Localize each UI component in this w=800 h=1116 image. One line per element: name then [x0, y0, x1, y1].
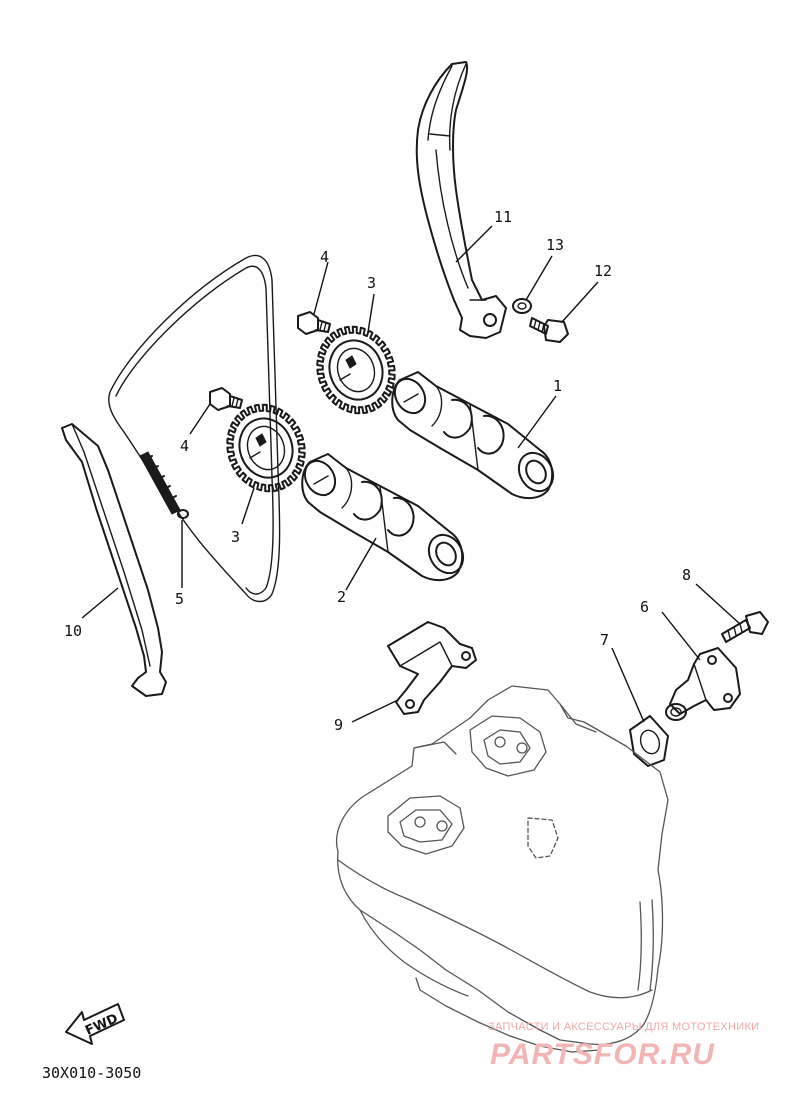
callout-10: 10: [64, 622, 82, 640]
chain-guide-lower: [61, 423, 167, 697]
callout-6: 6: [640, 598, 649, 616]
sprocket-teeth: [226, 403, 306, 493]
callout-3-upper: 3: [367, 274, 376, 292]
callout-5: 5: [175, 590, 184, 608]
callout-4-upper: 4: [320, 248, 329, 266]
callout-7: 7: [600, 631, 609, 649]
cylinder-head: [336, 685, 669, 1053]
diagram-code: 30X010-3050: [42, 1064, 141, 1082]
callout-4-lower: 4: [180, 437, 189, 455]
camshaft-2: [301, 453, 465, 582]
sprocket-teeth: [316, 325, 396, 415]
watermark: ЗАПЧАСТИ И АКСЕССУАРЫ ДЛЯ МОТОТЕХНИКИ PA…: [488, 1021, 759, 1071]
bolt-4-lower: [209, 387, 243, 411]
callout-1: 1: [553, 377, 562, 395]
tensioner-6: [665, 647, 741, 721]
callout-9: 9: [334, 716, 343, 734]
callout-13: 13: [546, 236, 564, 254]
callout-labels: 1 2 3 3 4 4 5 6 7 8 9 10 11 12 13: [64, 208, 691, 734]
fwd-arrow: FWD: [65, 1003, 125, 1045]
bracket-9: [387, 621, 477, 715]
cam-sprocket-upper: [316, 325, 396, 415]
bolt-8: [721, 611, 769, 643]
callout-11: 11: [494, 208, 512, 226]
callout-8: 8: [682, 566, 691, 584]
callout-3-lower: 3: [231, 528, 240, 546]
camshaft-1: [391, 371, 555, 500]
callout-2: 2: [337, 588, 346, 606]
bolt-12: [529, 317, 569, 343]
bolt-4-upper: [297, 311, 331, 335]
leader-lines: [81, 225, 741, 723]
gasket-7: [629, 715, 669, 767]
cam-chain: [108, 254, 281, 603]
callout-12: 12: [594, 262, 612, 280]
fwd-arrow-label: FWD: [83, 1011, 120, 1039]
washer-13: [512, 298, 532, 314]
watermark-logo: PARTSFOR.RU: [490, 1038, 715, 1071]
cam-sprocket-lower: [226, 403, 306, 493]
watermark-tagline: ЗАПЧАСТИ И АКСЕССУАРЫ ДЛЯ МОТОТЕХНИКИ: [488, 1021, 759, 1033]
chain-guide-upper: [415, 61, 507, 339]
